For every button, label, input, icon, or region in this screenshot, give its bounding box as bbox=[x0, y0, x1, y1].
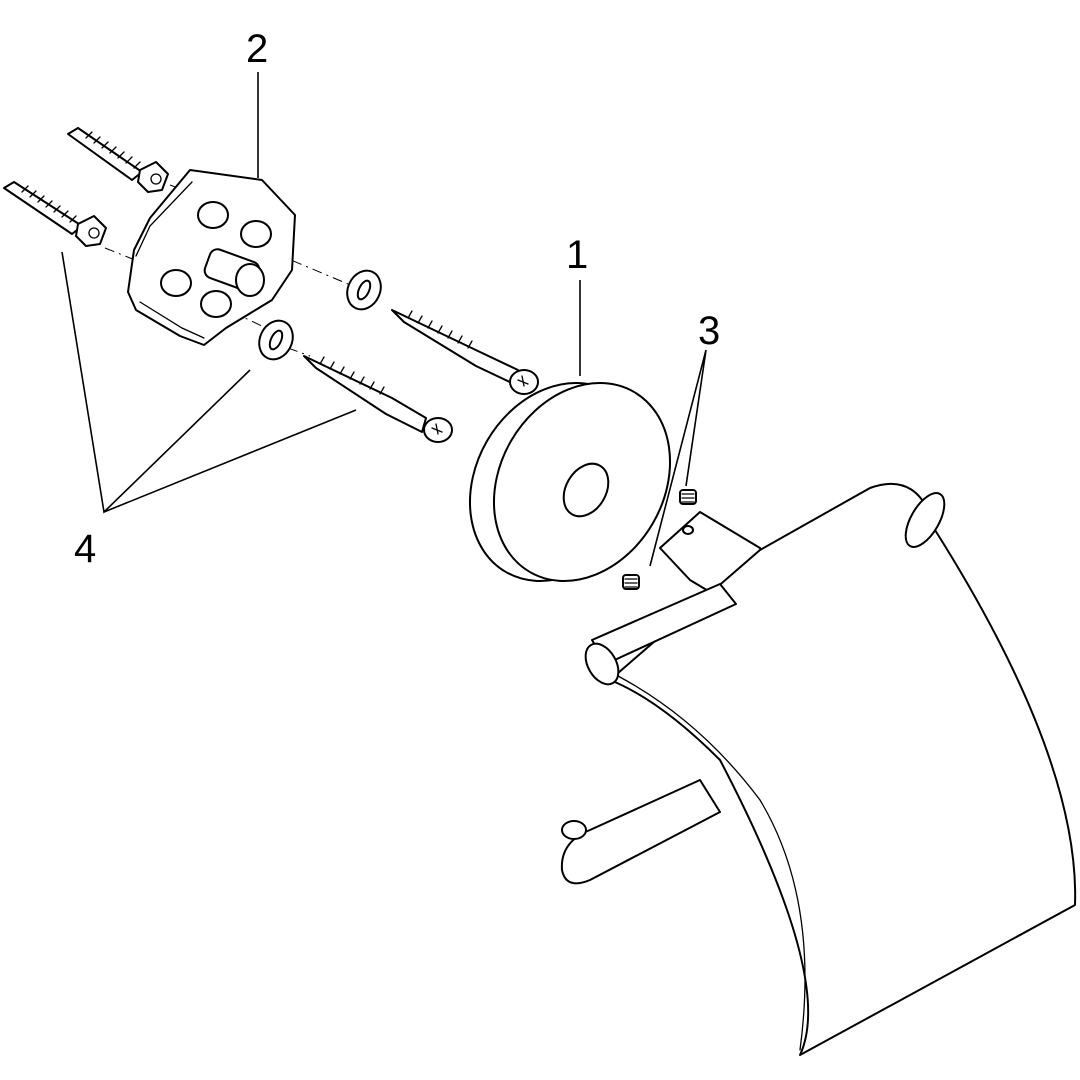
wall-plug-lower bbox=[3, 181, 107, 247]
paper-holder bbox=[560, 482, 1077, 1056]
screw-upper bbox=[391, 309, 539, 395]
callout-3: 3 bbox=[698, 309, 720, 353]
leader-3 bbox=[649, 349, 707, 567]
leader-lines bbox=[61, 72, 707, 567]
callout-4: 4 bbox=[74, 527, 96, 571]
callout-1: 1 bbox=[566, 233, 588, 277]
callout-2: 2 bbox=[246, 27, 268, 71]
washer-upper bbox=[346, 269, 382, 311]
screw-lower bbox=[303, 355, 453, 443]
grub-screw-lower bbox=[622, 574, 640, 590]
grub-screw-upper bbox=[679, 489, 697, 505]
leader-4b bbox=[103, 409, 357, 513]
wall-rosette bbox=[468, 382, 672, 582]
mounting-plate bbox=[127, 169, 296, 346]
washer-lower bbox=[258, 319, 294, 361]
wall-plug-upper bbox=[67, 127, 169, 193]
